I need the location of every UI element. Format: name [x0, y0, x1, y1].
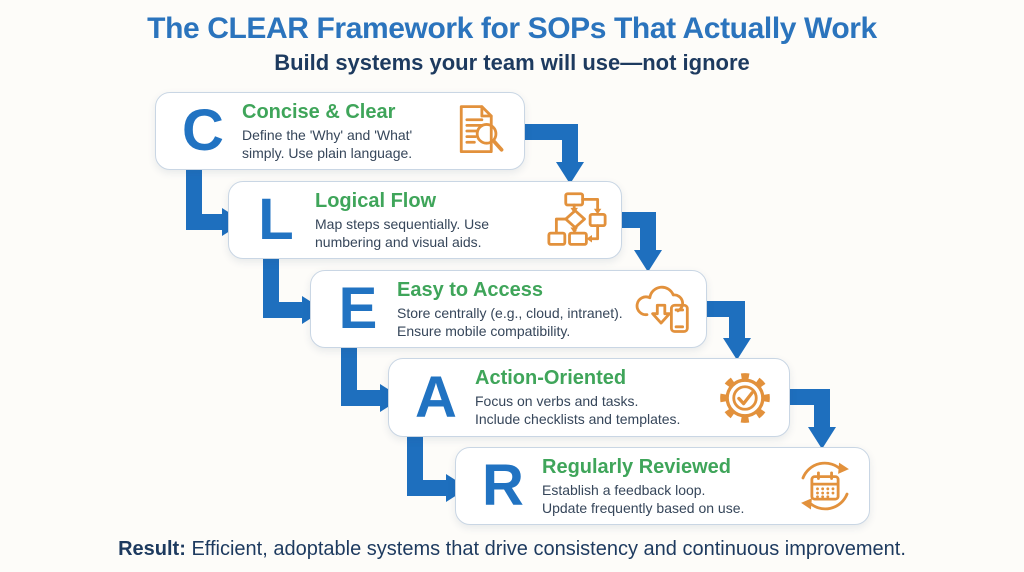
step-description: Define the 'Why' and 'What' simply. Use … — [242, 126, 413, 161]
flowchart-icon — [547, 190, 607, 250]
step-title: Concise & Clear — [242, 100, 396, 123]
step-letter-l: L — [258, 187, 294, 252]
gear-check-icon — [715, 368, 775, 428]
step-card-action-oriented: A Action-Oriented Focus on verbs and tas… — [388, 358, 790, 437]
arrow-right-3 — [702, 301, 751, 360]
step-description: Establish a feedback loop. Update freque… — [542, 481, 745, 516]
step-letter-c: C — [182, 98, 224, 163]
step-letter-r: R — [482, 453, 524, 518]
result-text: Efficient, adoptable systems that drive … — [185, 538, 906, 560]
result-label: Result: — [118, 538, 186, 560]
step-card-easy-to-access: E Easy to Access Store centrally (e.g., … — [310, 270, 707, 348]
step-card-regularly-reviewed: R Regularly Reviewed Establish a feedbac… — [455, 447, 870, 525]
step-title: Easy to Access — [397, 278, 544, 301]
step-title: Logical Flow — [315, 189, 437, 212]
step-title: Regularly Reviewed — [542, 455, 731, 478]
calendar-refresh-icon — [795, 456, 855, 516]
step-description: Store centrally (e.g., cloud, intranet).… — [397, 304, 623, 339]
page-title: The CLEAR Framework for SOPs That Actual… — [147, 12, 877, 45]
step-card-concise-clear: C Concise & Clear Define the 'Why' and '… — [155, 92, 525, 170]
step-description: Map steps sequentially. Use numbering an… — [315, 215, 490, 250]
arrow-right-4 — [785, 389, 836, 449]
step-title: Action-Oriented — [475, 367, 627, 389]
step-description: Focus on verbs and tasks. Include checkl… — [475, 393, 681, 427]
step-letter-a: A — [415, 364, 457, 430]
step-card-logical-flow: L Logical Flow Map steps sequentially. U… — [228, 181, 622, 259]
step-letter-e: E — [338, 276, 378, 341]
document-magnifier-icon — [450, 101, 510, 161]
arrow-right-1 — [520, 124, 584, 184]
cloud-download-mobile-icon — [632, 279, 692, 339]
arrow-right-2 — [617, 212, 662, 272]
page-subtitle: Build systems your team will use—not ign… — [274, 50, 750, 75]
result-line: Result: Efficient, adoptable systems tha… — [0, 538, 1024, 561]
